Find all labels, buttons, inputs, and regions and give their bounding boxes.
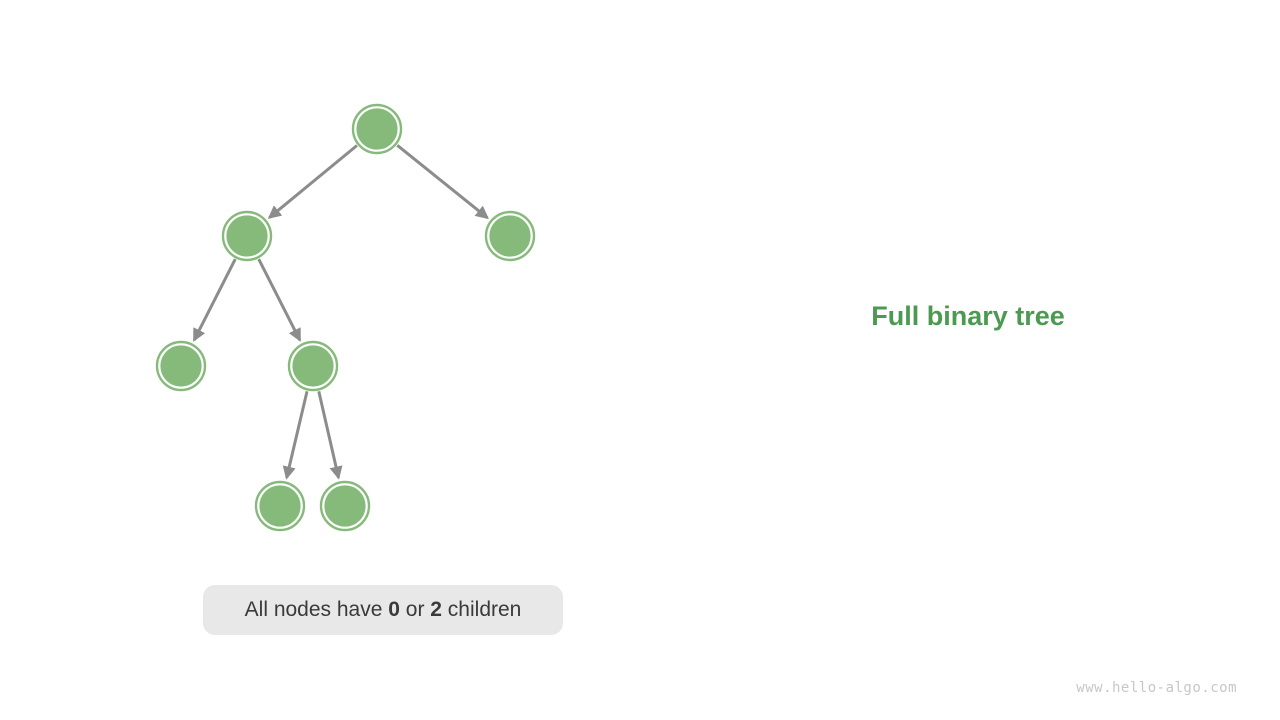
tree-node <box>155 340 207 392</box>
tree-node <box>287 340 339 392</box>
caption-text-middle: or <box>399 598 431 621</box>
tree-edge <box>282 390 309 480</box>
tree-edge <box>267 144 358 219</box>
caption-text-suffix: children <box>441 598 522 621</box>
tree-edge <box>192 258 237 342</box>
caption-pill: All nodes have 0 or 2 children <box>203 585 563 635</box>
caption-text-prefix: All nodes have <box>244 598 389 621</box>
binary-tree-diagram <box>155 103 536 532</box>
tree-edge <box>317 391 343 480</box>
tree-node <box>254 480 306 532</box>
tree-edge <box>257 258 302 342</box>
tree-node <box>319 480 371 532</box>
caption-bold-zero: 0 <box>388 598 400 621</box>
tree-node <box>351 103 403 155</box>
caption-bold-two: 2 <box>430 598 442 621</box>
tree-edge <box>396 144 489 220</box>
tree-node <box>221 210 273 262</box>
tree-node <box>484 210 536 262</box>
diagram-title: Full binary tree <box>871 301 1065 331</box>
watermark: www.hello-algo.com <box>1076 680 1237 696</box>
